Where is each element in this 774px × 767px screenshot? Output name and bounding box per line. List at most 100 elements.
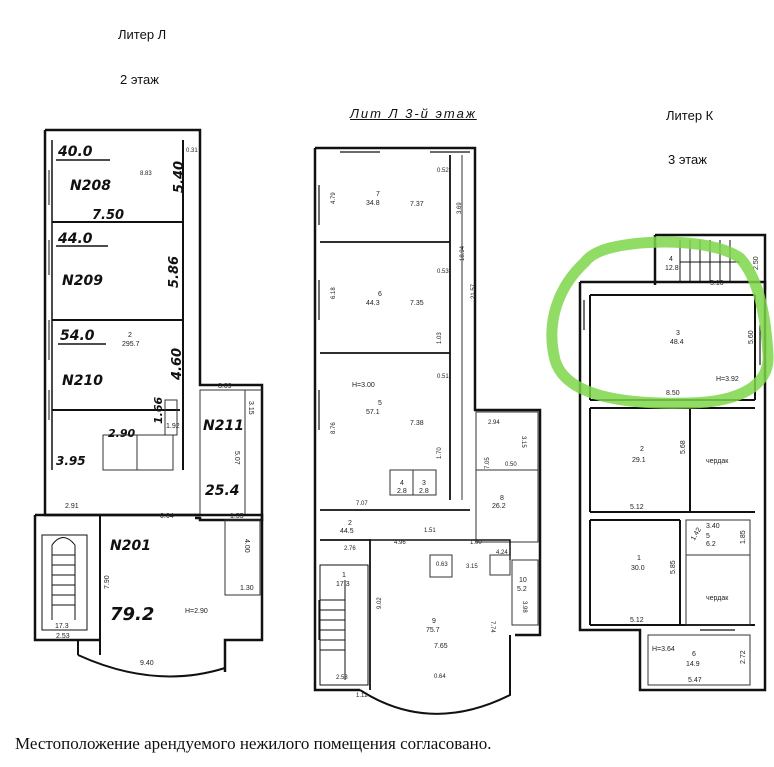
room-208-dim-b: 7.50 xyxy=(92,208,124,223)
p3-room-4-area: 12.8 xyxy=(665,265,679,272)
p2-dim-1: 0.52 xyxy=(437,168,449,174)
dim-1-55: 1.55 xyxy=(230,513,244,520)
p2-dim-24: 7.74 xyxy=(489,621,495,633)
p3-room-6-area: 14.9 xyxy=(686,661,700,668)
p2-room-4-num: 4 xyxy=(400,480,404,487)
p2-room-10-num: 10 xyxy=(519,577,527,584)
dim-2-91: 2.91 xyxy=(65,503,79,510)
p2-room-2-num: 2 xyxy=(348,520,352,527)
dim-3-09: 3.09 xyxy=(218,383,232,390)
p2-room-4-area: 2.8 xyxy=(397,488,407,495)
dim-2-53: 2.53 xyxy=(56,633,70,640)
p2-room-5-height: H=3.00 xyxy=(352,382,375,389)
p2-room-3-area: 2.8 xyxy=(419,488,429,495)
plan-2-stair xyxy=(319,564,369,686)
plan-1-stair xyxy=(41,534,88,631)
p3-room-3-height: H=3.92 xyxy=(716,376,739,383)
p2-dim-18: 4.96 xyxy=(394,540,406,546)
p2-dim-15: 7.07 xyxy=(356,501,368,507)
room-208-dim-a: 5.40 xyxy=(172,161,187,193)
p2-dim-17: 2.76 xyxy=(344,546,356,552)
p2-dim-4: 21.57 xyxy=(471,283,477,299)
p3-room-5-area: 6.2 xyxy=(706,541,716,548)
room-201-area: 79.2 xyxy=(110,604,154,625)
p2-room-7-dim: 7.37 xyxy=(410,201,424,208)
p3-room-3-dim-a: 5.60 xyxy=(748,330,755,344)
plan-1: 40.0 N208 5.40 7.50 44.0 N209 5.86 54.0 … xyxy=(33,128,264,678)
p2-dim-5: 6.18 xyxy=(331,287,337,299)
p3-room-6-num: 6 xyxy=(692,651,696,658)
room-208-area: 40.0 xyxy=(57,144,93,160)
plan-2-title: Лит Л 3-й этаж xyxy=(350,106,477,121)
plan-3-floor: 3 этаж xyxy=(668,152,707,167)
dim-1-66: 1.66 xyxy=(152,397,165,424)
p2-dim-2: 3.69 xyxy=(457,202,463,214)
room-209-dim-a: 5.86 xyxy=(167,256,182,288)
p2-dim-8: 0.51 xyxy=(437,374,449,380)
p3-room-2-dim-b: 5.12 xyxy=(630,504,644,511)
room-209-area: 44.0 xyxy=(57,231,93,247)
p2-dim-26: 1.12 xyxy=(356,693,368,699)
p2-dim-13: 7.05 xyxy=(485,457,491,469)
p2-room-7-area: 34.8 xyxy=(366,200,380,207)
p3-room-3-area: 48.4 xyxy=(670,339,684,346)
dim-1-30: 1.30 xyxy=(240,585,254,592)
plan-3-title: Литер К xyxy=(666,108,714,123)
p3-room-5-dim-a: 3.40 xyxy=(706,523,720,530)
p2-room-9-num: 9 xyxy=(432,618,436,625)
stair-1-label: 17.3 xyxy=(55,623,69,630)
dim-8-83: 8.83 xyxy=(140,171,152,177)
p3-room-6-dim-b: 5.47 xyxy=(688,677,702,684)
dim-3-15: 3.15 xyxy=(247,401,254,415)
plan-2: 7 34.8 7.37 6 44.3 7.35 H=3.00 5 57.1 7.… xyxy=(313,146,542,715)
p3-room-3-num: 3 xyxy=(676,330,680,337)
p2-dim-9: 8.76 xyxy=(331,422,337,434)
p3-room-4-dim-a: 2.50 xyxy=(753,256,760,270)
p2-dim-28: 3.98 xyxy=(521,601,527,613)
p3-room-1-dim-b: 5.12 xyxy=(630,617,644,624)
p3-attic-2: чердак xyxy=(706,595,729,602)
dim-9-40: 9.40 xyxy=(140,660,154,667)
p2-dim-25: 2.53 xyxy=(336,675,348,681)
approval-caption: Местоположение арендуемого нежилого поме… xyxy=(15,734,492,753)
dim-5-07: 5.07 xyxy=(233,451,240,465)
p2-room-5-dim: 7.38 xyxy=(410,420,424,427)
dim-0-64: 0.64 xyxy=(160,513,174,520)
dim-2-90: 2.90 xyxy=(108,427,135,440)
p2-dim-12: 3.15 xyxy=(520,436,526,448)
dim-0-31: 0.31 xyxy=(186,148,198,154)
plan-1-floor: 2 этаж xyxy=(120,72,159,87)
p3-room-1-dim-a: 5.85 xyxy=(670,560,677,574)
highlight-marker xyxy=(546,236,774,409)
room-201-height: H=2.90 xyxy=(185,608,208,615)
room-208-number: N208 xyxy=(70,178,111,194)
dim-4-00: 4.00 xyxy=(243,539,250,553)
p3-room-5-dim-b: 1.85 xyxy=(740,530,747,544)
room-210-dim-a: 4.60 xyxy=(170,348,185,381)
room-210-number: N210 xyxy=(62,373,103,389)
dim-1-92: 1.92 xyxy=(166,423,180,430)
p2-room-8-num: 8 xyxy=(500,495,504,502)
p2-dim-21: 0.63 xyxy=(436,562,448,568)
dim-7-90: 7.90 xyxy=(104,575,111,589)
p2-dim-20: 4.24 xyxy=(496,550,508,556)
plan-3: 4 12.8 2.50 5.10 3 48.4 H=3.92 5.60 8.50… xyxy=(546,233,774,692)
p2-dim-11: 2.94 xyxy=(488,420,500,426)
p2-dim-23: 9.02 xyxy=(377,597,383,609)
p2-room-6-dim: 7.35 xyxy=(410,300,424,307)
p3-room-6-dim-a: 2.72 xyxy=(740,650,747,664)
p2-dim-14: 0.50 xyxy=(505,462,517,468)
p2-dim-16: 1.51 xyxy=(424,528,436,534)
p3-room-3-dim-b: 8.50 xyxy=(666,390,680,397)
p3-room-1-num: 1 xyxy=(637,555,641,562)
p2-dim-27: 0.64 xyxy=(434,674,446,680)
p2-room-7-num: 7 xyxy=(376,191,380,198)
p3-room-4-dim-b: 5.10 xyxy=(710,280,724,287)
p2-dim-10: 1.70 xyxy=(437,447,443,459)
room-210-area: 54.0 xyxy=(60,328,95,344)
p3-room-2-area: 29.1 xyxy=(632,457,646,464)
p3-room-2-dim-a: 5.68 xyxy=(680,440,687,454)
p2-room-5-area: 57.1 xyxy=(366,409,380,416)
p2-dim-0: 4.79 xyxy=(331,192,337,204)
